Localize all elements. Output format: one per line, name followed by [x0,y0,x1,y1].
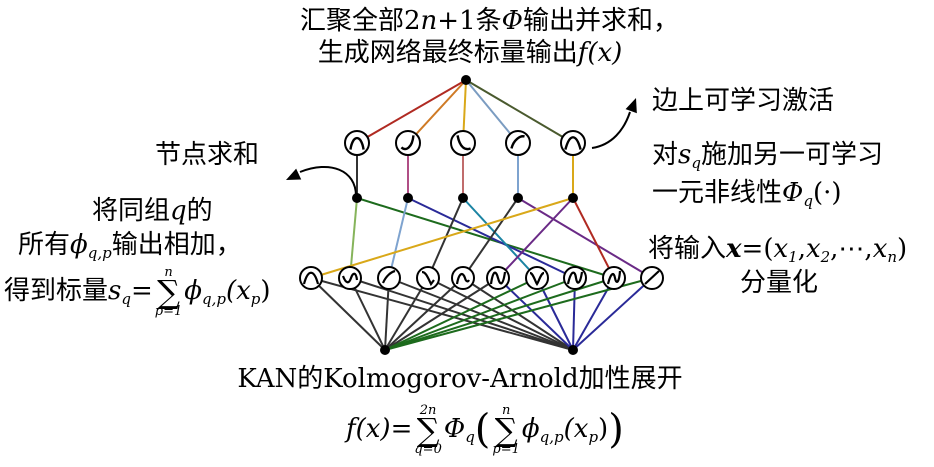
title-line1: 汇聚全部2n+1条Φ输出并求和， [300,6,679,36]
formula-heading: KAN的Kolmogorov-Arnold加性展开 [237,364,683,394]
outer-activation-node [450,130,476,156]
input-node [568,345,578,355]
inner-activation-node-curve [381,269,396,284]
group-sum-node [458,193,468,203]
inner-activation-node-curve [644,270,660,285]
group-sum-node [513,193,523,203]
outer-activation-node-curve [564,136,582,150]
edge-inner-to-input [384,277,499,351]
edge-sum-to-inner [349,197,358,279]
node-sum-arrow-head [286,168,302,180]
outer-activation-node [344,130,370,156]
outer-activation-node [505,130,531,156]
edge-inner-to-input [384,277,464,351]
node-sum-arrow [299,165,357,197]
group-sum-node [352,193,362,203]
formula-outer-sigma: 2n∑q=0 [414,403,442,457]
outer-activation-node [395,130,421,156]
input-node [380,345,390,355]
inner-activation-node-curve [302,271,320,285]
output-sum-node [461,75,471,85]
activation-arrow-head [625,98,637,114]
inner-activation-node-curve [341,272,359,284]
group-sum-line1: 将同组q的 [92,196,213,226]
edge-inner-to-input [384,277,615,351]
outer-activation-node [560,130,586,156]
edge-top-to-activation [465,79,519,144]
edge-sum-to-inner [517,197,653,279]
input-label-line1: 将输入x=(x1,x2,⋯,xn) [648,234,908,266]
outer-activation-node-curve [456,135,472,151]
network-nodes [299,75,664,355]
outer-activation-node-curve [400,135,415,151]
group-sum-node [568,193,578,203]
inner-activation-node [299,266,323,290]
annotation-arrows [286,98,637,197]
edge-inner-to-input [349,277,386,351]
node-sum-label: 节点求和 [155,140,260,170]
inner-activation-node-curve [421,270,435,287]
edge-inner-to-input [384,277,576,351]
inner-activation-node [451,266,475,290]
inner-activation-node-curve [606,270,622,285]
edge-top-to-activation [465,79,574,144]
title-line2: 生成网络最终标量输出f(x) [317,38,623,68]
input-label-line2: 分量化 [740,268,819,298]
formula-inner-sigma: n∑p=1 [492,403,520,457]
group-sum-line2: 所有ϕq,p输出相加， [18,230,242,262]
inner-activation-node-curve [529,271,545,286]
edge-sum-to-inner [462,197,538,279]
edge-inner-to-input [384,277,653,351]
edge-sum-to-inner [462,197,519,279]
edge-activation-line2: 对sq施加另一可学习 [652,140,883,172]
edge-activation-line3: 一元非线性Φq(·) [652,178,842,210]
edge-sum-to-inner [310,197,574,279]
edge-sum-to-inner [427,197,464,279]
edge-sum-to-inner [356,197,615,279]
edge-inner-to-input [384,277,538,351]
edge-inner-to-input [384,277,390,351]
inner-activation-node-curve [566,271,584,285]
edge-activation-line1: 边上可学习激活 [652,86,835,116]
group-sum-sigma: n∑p=1 [154,265,183,319]
activation-arrow [591,111,631,149]
group-sum-node [403,193,413,203]
inner-activation-node [377,266,401,290]
edge-sum-to-inner [572,197,615,279]
edge-inner-to-input [310,277,386,351]
edge-top-to-activation [407,79,467,144]
edge-inner-to-input [384,277,429,351]
edge-inner-to-input [572,277,653,351]
edge-sum-to-inner [497,197,574,279]
edge-sum-to-inner [388,197,409,279]
edge-top-to-activation [356,79,467,144]
outer-activation-node-curve [349,136,365,150]
outer-activation-node-curve [510,135,525,149]
inner-activation-node-curve [489,271,507,285]
inner-activation-node-curve [455,272,470,285]
network-edges [310,79,653,351]
